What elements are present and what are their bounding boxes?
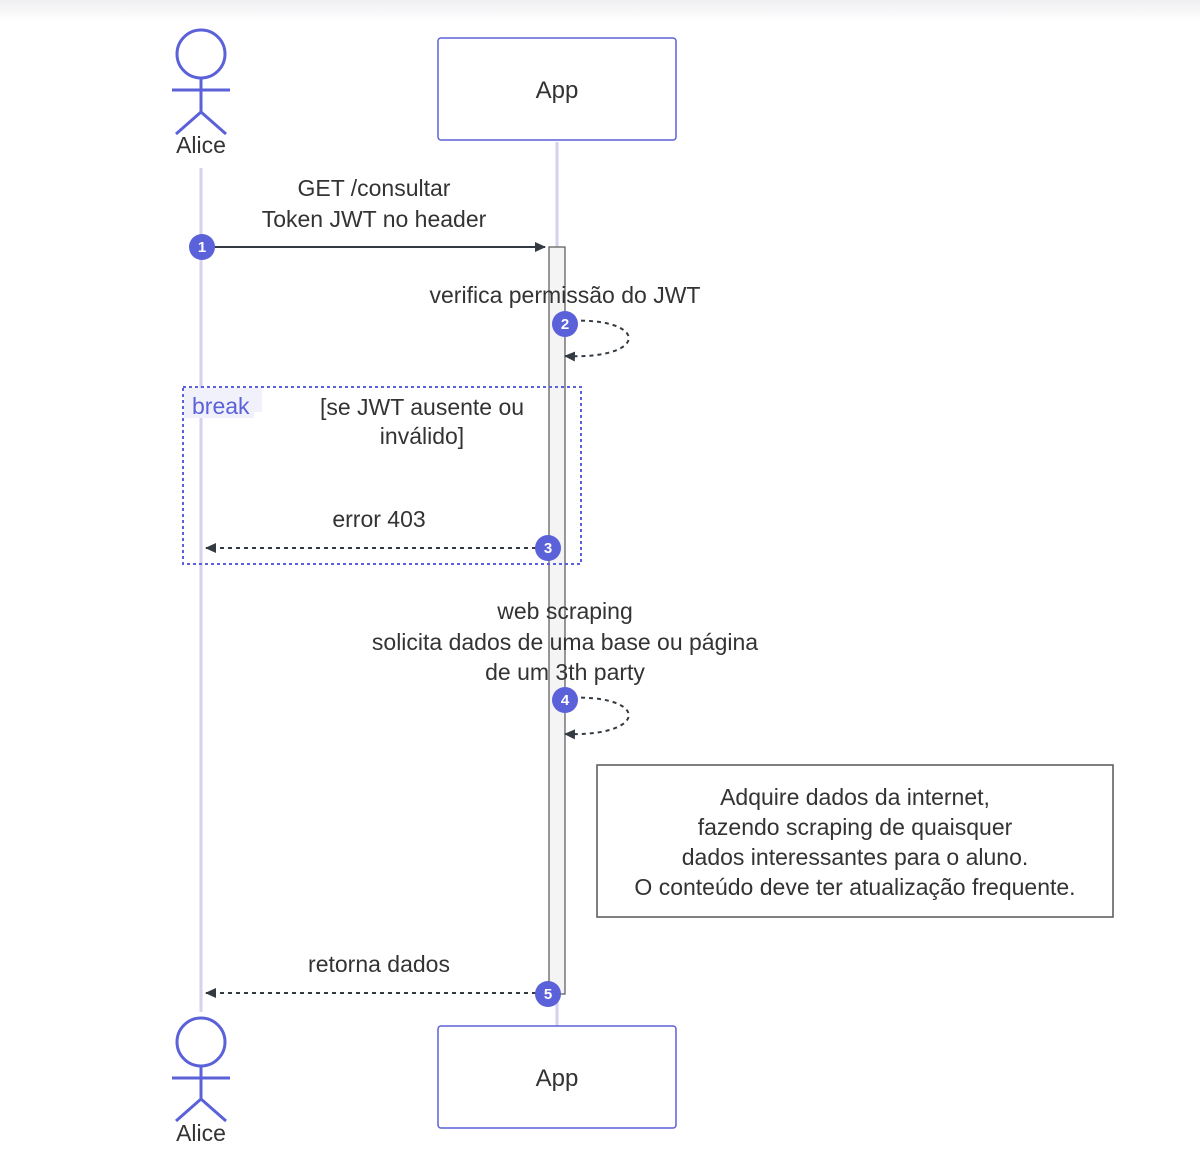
break-fragment-frame [182, 386, 582, 565]
note-line-3: dados interessantes para o aluno. [682, 844, 1029, 870]
participant-app-bottom-label: App [536, 1065, 579, 1092]
break-keyword: break [192, 393, 250, 419]
actor-alice-top[interactable]: Alice [172, 28, 230, 158]
message-1-number: 1 [198, 239, 206, 256]
message-5-number: 5 [544, 986, 552, 1003]
participant-app-top[interactable]: App [437, 37, 677, 141]
break-condition-line-1: [se JWT ausente ou [320, 394, 524, 420]
message-4-arrow [564, 696, 630, 740]
message-5[interactable]: retorna dados 5 [205, 951, 561, 1007]
message-3-label: error 403 [332, 506, 425, 532]
message-4-label-line-2: solicita dados de uma base ou página [372, 629, 758, 655]
message-2-arrow [564, 319, 630, 362]
message-2[interactable]: verifica permissão do JWT 2 [430, 282, 701, 362]
message-1-label-line-1: GET /consultar [298, 175, 451, 201]
message-3[interactable]: error 403 3 [205, 506, 561, 561]
message-2-label: verifica permissão do JWT [430, 282, 701, 308]
actor-alice-bottom[interactable]: Alice [172, 1016, 230, 1146]
message-2-number-badge: 2 [552, 311, 578, 337]
message-3-number-badge: 3 [535, 535, 561, 561]
note-line-4: O conteúdo deve ter atualização frequent… [634, 874, 1075, 900]
message-2-number: 2 [561, 316, 569, 333]
note-line-2: fazendo scraping de quaisquer [698, 814, 1013, 840]
message-4-label-line-3: de um 3th party [485, 659, 645, 685]
participant-app-top-box [437, 37, 677, 141]
note-box[interactable]: Adquire dados da internet, fazendo scrap… [596, 764, 1114, 918]
message-4-number: 4 [561, 692, 570, 709]
actor-alice-bottom-label: Alice [176, 1120, 226, 1146]
message-5-number-badge: 5 [535, 981, 561, 1007]
break-condition-line-2: inválido] [380, 423, 464, 449]
stick-figure-icon [172, 28, 230, 136]
stick-figure-icon [172, 1016, 230, 1123]
message-3-number: 3 [544, 540, 552, 557]
participant-app-bottom[interactable]: App [437, 1025, 677, 1129]
message-4[interactable]: web scraping solicita dados de uma base … [372, 598, 758, 740]
message-1-number-badge: 1 [189, 234, 215, 260]
top-toolbar-strip [0, 0, 1200, 22]
message-5-label: retorna dados [308, 951, 450, 977]
message-1-label-line-2: Token JWT no header [262, 206, 487, 232]
break-fragment-tab [184, 388, 262, 418]
note-line-1: Adquire dados da internet, [720, 784, 990, 810]
message-4-number-badge: 4 [552, 687, 578, 713]
participant-app-bottom-box [437, 1025, 677, 1129]
message-1[interactable]: GET /consultar Token JWT no header 1 [189, 175, 546, 260]
break-fragment[interactable]: break [se JWT ausente ou inválido] [182, 386, 582, 565]
participant-app-top-label: App [536, 77, 579, 104]
actor-alice-top-label: Alice [176, 132, 226, 158]
note-box-frame [596, 764, 1114, 918]
message-4-label-line-1: web scraping [496, 598, 633, 624]
